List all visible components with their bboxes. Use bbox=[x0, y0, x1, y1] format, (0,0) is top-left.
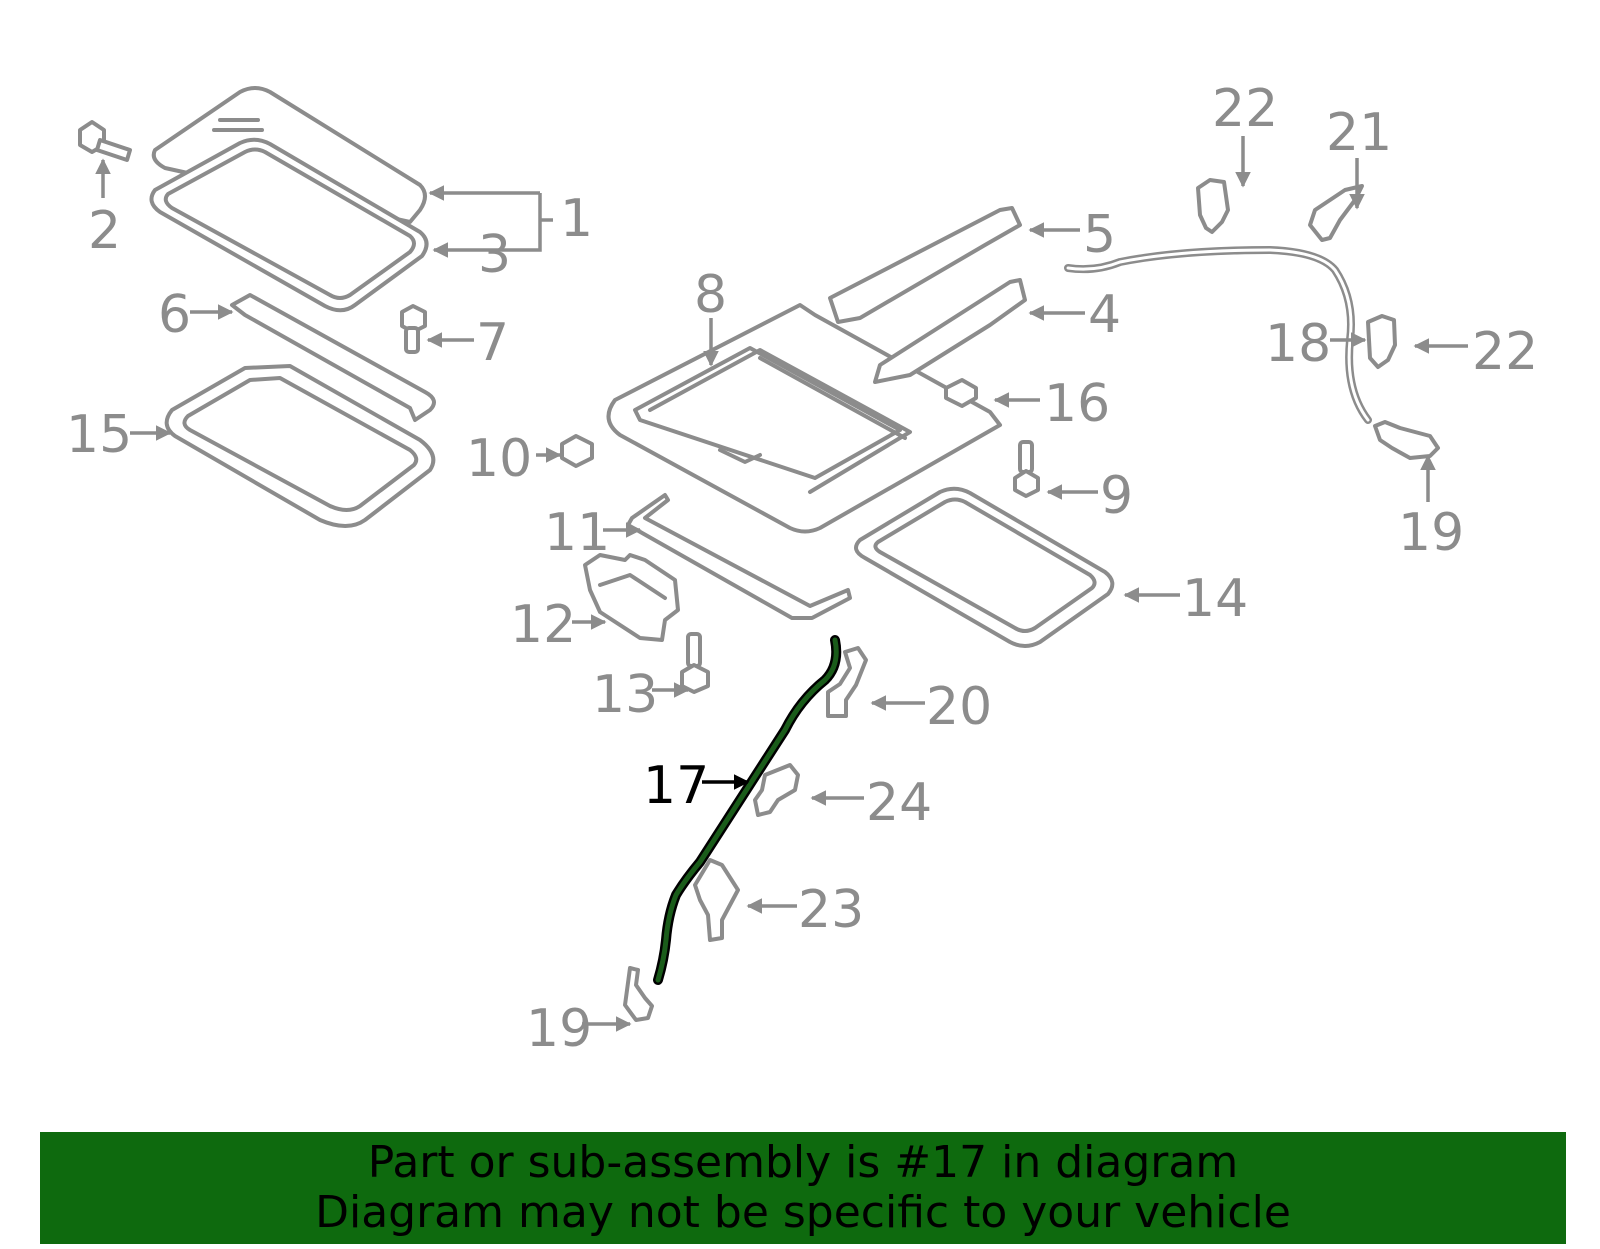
part-5-side-rail bbox=[828, 206, 1022, 324]
banner-line-part-number: Part or sub-assembly is #17 in diagram bbox=[367, 1137, 1239, 1188]
callout-4: 4 bbox=[1088, 285, 1121, 345]
part-19-drain-connector-upper bbox=[1373, 420, 1440, 460]
part-24-clip bbox=[753, 763, 800, 817]
callout-24: 24 bbox=[866, 773, 932, 833]
part-22-clip-top bbox=[1196, 178, 1230, 234]
callout-20: 20 bbox=[926, 677, 992, 737]
part-10-nut bbox=[560, 434, 594, 468]
part-21-clip bbox=[1308, 184, 1364, 242]
callout-15: 15 bbox=[66, 405, 132, 465]
callout-16: 16 bbox=[1044, 374, 1110, 434]
part-info-banner: Part or sub-assembly is #17 in diagram D… bbox=[40, 1132, 1566, 1244]
part-2-bolt bbox=[78, 120, 132, 162]
part-3-glass-seal bbox=[149, 137, 429, 313]
callout-labels: 1 2 3 4 5 6 7 8 9 10 11 12 13 14 15 16 1… bbox=[66, 79, 1538, 1059]
part-4-side-rail bbox=[873, 278, 1027, 384]
part-11-drip-rail bbox=[626, 493, 852, 620]
part-6-wind-deflector bbox=[230, 293, 436, 422]
part-9-bolt bbox=[1013, 440, 1040, 498]
part-16-cap bbox=[944, 378, 978, 408]
callout-17: 17 bbox=[643, 756, 709, 816]
callout-2: 2 bbox=[88, 201, 121, 261]
callout-9: 9 bbox=[1100, 466, 1133, 526]
part-23-clip bbox=[693, 858, 740, 942]
callout-21: 21 bbox=[1326, 103, 1392, 163]
leader-lines bbox=[95, 136, 1468, 1032]
callout-19-upper: 19 bbox=[1398, 503, 1464, 563]
callout-23: 23 bbox=[798, 880, 864, 940]
part-22-clip-right bbox=[1366, 314, 1397, 369]
callout-12: 12 bbox=[510, 595, 576, 655]
part-12-motor bbox=[583, 553, 680, 642]
callout-1: 1 bbox=[560, 189, 593, 249]
callout-22-top: 22 bbox=[1212, 79, 1278, 139]
part-18-drain-hose bbox=[1064, 245, 1372, 424]
part-19-drain-connector-lower bbox=[623, 966, 654, 1022]
callout-6: 6 bbox=[158, 285, 191, 345]
callout-14: 14 bbox=[1182, 569, 1248, 629]
part-17-drain-hose-highlighted bbox=[653, 635, 842, 985]
callout-22-right: 22 bbox=[1472, 322, 1538, 382]
callout-18: 18 bbox=[1265, 314, 1331, 374]
callout-3: 3 bbox=[478, 225, 511, 285]
part-13-bolt bbox=[680, 632, 710, 694]
callout-10: 10 bbox=[466, 429, 532, 489]
callout-8: 8 bbox=[694, 265, 727, 325]
part-7-bolt bbox=[400, 304, 427, 354]
callout-19-lower: 19 bbox=[526, 999, 592, 1059]
part-20-bracket bbox=[826, 646, 868, 718]
callout-5: 5 bbox=[1083, 205, 1116, 265]
banner-line-disclaimer: Diagram may not be specific to your vehi… bbox=[315, 1187, 1291, 1238]
callout-13: 13 bbox=[592, 665, 658, 725]
callout-11: 11 bbox=[544, 503, 610, 563]
part-14-seal bbox=[854, 486, 1115, 648]
callout-7: 7 bbox=[476, 313, 509, 373]
